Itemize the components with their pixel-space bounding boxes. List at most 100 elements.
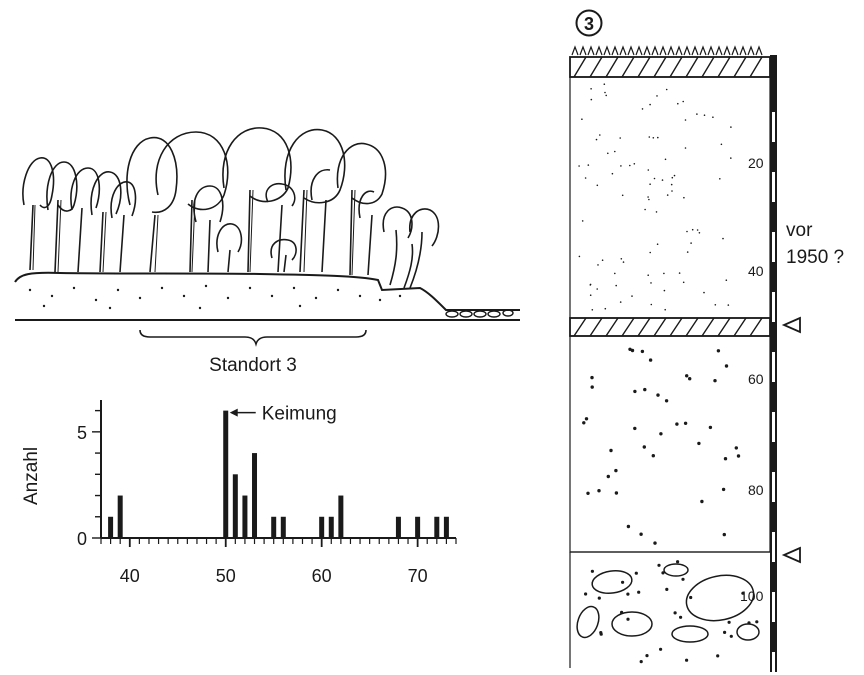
- soil-dot: [620, 610, 624, 615]
- soil-dot: [655, 211, 658, 213]
- triangle-marker-icon: [781, 546, 801, 564]
- chart-bar: [242, 495, 248, 538]
- soil-dot: [685, 374, 689, 378]
- soil-dot: [581, 220, 584, 222]
- soil-dot: [603, 83, 606, 85]
- soil-dot: [597, 489, 601, 493]
- soil-dot: [582, 421, 586, 425]
- soil-dot: [614, 150, 616, 153]
- soil-dot: [584, 592, 588, 596]
- soil-dot: [609, 448, 613, 453]
- soil-dot: [657, 563, 661, 567]
- soil-dot: [664, 158, 667, 161]
- soil-dot: [599, 631, 603, 635]
- soil-dot: [622, 261, 625, 263]
- soil-dot: [703, 291, 705, 294]
- soil-dot: [696, 229, 699, 231]
- soil-dot: [642, 445, 646, 449]
- soil-dot: [578, 255, 581, 258]
- x-tick-label: 70: [408, 566, 428, 586]
- soil-dot: [614, 491, 619, 495]
- chart-bar: [443, 516, 449, 538]
- soil-dot: [713, 379, 717, 383]
- fine-sand-layer: [569, 76, 771, 319]
- soil-dot: [590, 98, 593, 101]
- soil-dot: [629, 164, 631, 167]
- soil-dot: [685, 658, 689, 662]
- side-note-line1: vor: [786, 220, 813, 241]
- soil-dot: [686, 251, 689, 253]
- soil-dot: [584, 177, 587, 179]
- soil-dot: [723, 630, 727, 635]
- soil-dot: [747, 621, 751, 625]
- soil-dot: [620, 165, 622, 167]
- soil-dot: [700, 499, 704, 504]
- chart-bar: [280, 516, 286, 538]
- soil-dot: [661, 179, 664, 181]
- chart-annotation: Keimung: [229, 404, 337, 425]
- depth-label-60: 60: [748, 371, 764, 387]
- soil-dot: [665, 88, 668, 91]
- chart-bar: [415, 516, 421, 538]
- soil-dot: [643, 387, 647, 392]
- depth-labels: 20 40 60 80 100: [740, 155, 764, 604]
- chart-bar: [232, 474, 238, 538]
- soil-dot: [703, 114, 706, 116]
- soil-dot: [696, 113, 698, 115]
- site-number: 3: [584, 14, 594, 34]
- soil-dot: [727, 620, 731, 624]
- soil-dot: [596, 184, 599, 187]
- soil-dot: [590, 375, 594, 380]
- chart-bar: [319, 516, 325, 538]
- soil-dot: [730, 126, 732, 128]
- soil-dot: [599, 134, 601, 136]
- soil-dot: [688, 377, 692, 381]
- soil-dot: [652, 137, 655, 139]
- soil-dot: [720, 143, 723, 146]
- tree-stand-illustration: [22, 127, 440, 289]
- soil-dot: [591, 309, 594, 311]
- soil-dot: [686, 230, 688, 233]
- soil-dot: [659, 647, 663, 651]
- soil-dot: [626, 524, 631, 529]
- soil-dot: [649, 251, 651, 254]
- soil-dot: [626, 617, 630, 621]
- soil-dot: [651, 454, 655, 458]
- soil-dot: [648, 198, 650, 201]
- soil-dot: [606, 474, 610, 479]
- soil-dot: [619, 301, 622, 303]
- chart-bar: [223, 410, 229, 538]
- site-number-circle: [575, 9, 603, 37]
- soil-dot: [656, 243, 659, 245]
- soil-dot: [596, 288, 598, 290]
- soil-dot: [611, 172, 614, 175]
- soil-dot: [614, 272, 616, 275]
- triangle-marker-icon: [781, 316, 801, 334]
- soil-dot: [645, 654, 649, 658]
- y-tick-label: 0: [77, 529, 87, 549]
- soil-dot: [721, 487, 726, 492]
- soil-dot: [698, 232, 701, 234]
- soil-dot: [663, 289, 666, 292]
- site-label: Standort 3: [209, 355, 297, 376]
- soil-dot: [755, 620, 759, 624]
- chart-bar: [434, 516, 440, 538]
- soil-dot: [684, 119, 687, 121]
- soil-dot: [665, 587, 669, 592]
- soil-dot: [679, 615, 683, 619]
- soil-dot: [639, 532, 643, 536]
- soil-dot: [724, 364, 729, 368]
- soil-dot: [590, 88, 592, 90]
- soil-dot: [604, 307, 607, 310]
- soil-dot: [578, 165, 580, 167]
- arrow-head-icon: [229, 408, 238, 417]
- soil-dot: [653, 541, 657, 545]
- soil-dot: [716, 349, 721, 353]
- soil-dot: [633, 163, 636, 165]
- site-brace: [139, 329, 367, 347]
- soil-dot: [621, 194, 624, 197]
- soil-dot: [671, 190, 673, 192]
- depth-label-80: 80: [748, 482, 764, 498]
- soil-dot: [620, 258, 623, 260]
- soil-dot: [641, 108, 644, 110]
